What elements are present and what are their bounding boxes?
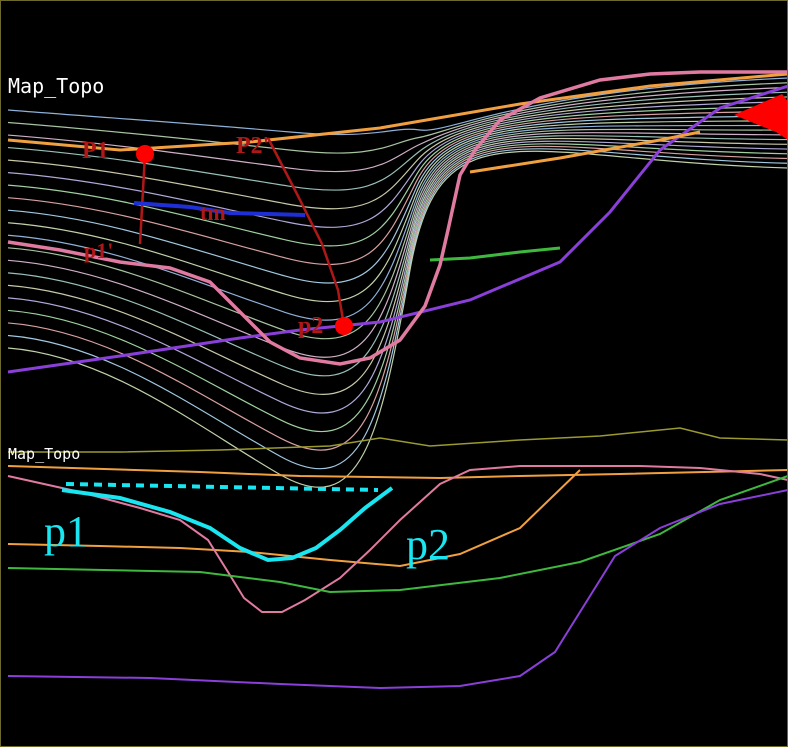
contour-line [7, 150, 788, 488]
contour-line [7, 135, 788, 377]
contour-line [7, 91, 788, 191]
contour-line [7, 105, 788, 247]
p2-cyan-label: p2 [406, 520, 450, 569]
top-section-panel: Map_Topo P1 P2' p1' p2 tm [7, 70, 788, 488]
top-layer-label: Map_Topo [8, 74, 104, 98]
contour-line [7, 143, 788, 433]
p2-prime-top-label: P2' [236, 133, 269, 159]
contour-line [7, 120, 788, 303]
contour-line [7, 137, 788, 395]
p1-top-label: P1 [82, 138, 109, 164]
stratigraphic-contour-lines [7, 77, 788, 488]
contour-line [7, 77, 788, 136]
pink-surface-bottom [7, 465, 788, 613]
p1-cyan-label: p1 [44, 507, 88, 556]
bottom-layer-label: Map_Topo [8, 445, 80, 463]
contour-line [7, 148, 788, 470]
contour-line [7, 132, 788, 358]
red-arrow-icon [734, 94, 788, 140]
p1-prime-label: p1' [84, 238, 113, 263]
p2-marker [335, 317, 353, 335]
p1-vertical-line [138, 153, 147, 245]
bottom-section-panel: Map_Topo p1 p2 [7, 427, 788, 690]
purple-horizon-bottom [7, 489, 788, 690]
green-horizon-bottom [7, 475, 788, 594]
contour-line [7, 115, 788, 284]
contour-line [7, 82, 788, 154]
orange-horizon-bottom-lower [7, 469, 581, 568]
tm-blue-trace [133, 201, 306, 217]
tm-label: tm [200, 200, 226, 225]
cyan-dashed-reference [65, 482, 379, 492]
p2-label: p2 [298, 313, 323, 339]
contour-line [7, 145, 788, 451]
orange-horizon-right [469, 130, 701, 174]
green-horizon-top [429, 246, 561, 262]
pink-valley-surface [7, 70, 788, 366]
contour-line [7, 128, 788, 340]
contour-line [7, 110, 788, 266]
p1-marker [136, 145, 154, 163]
topography-line [8, 427, 788, 453]
p2-curve-line [266, 137, 346, 327]
cyan-valley-curve [61, 486, 394, 563]
contour-line [7, 140, 788, 414]
contour-line [7, 96, 788, 210]
orange-horizon-bottom-upper [7, 465, 788, 480]
contour-line [7, 101, 788, 228]
orange-horizon-top [7, 72, 788, 152]
